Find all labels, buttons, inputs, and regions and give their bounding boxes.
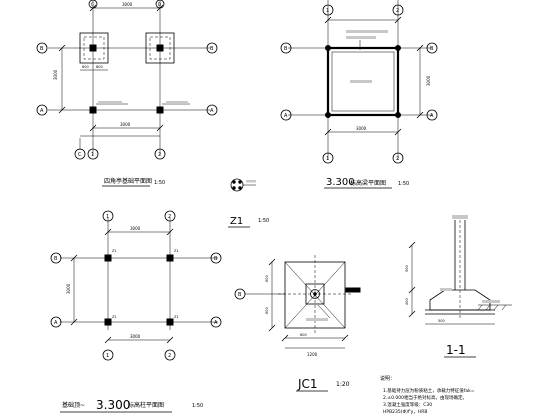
axis-col-c: C [78,152,82,158]
svg-text:1: 1 [326,8,329,14]
svg-text:2: 2 [396,8,399,14]
section-dim-h2: 400 [405,298,409,305]
dim-left: 3000 [53,69,58,80]
plan3-title: 3.300 [96,398,130,412]
svg-text:1: 1 [106,353,109,359]
column-node [325,45,331,51]
svg-text:Z1: Z1 [174,249,179,253]
plan1-scale: 1:50 [154,180,165,186]
section-dim-h1: 500 [405,265,409,272]
column-z1 [104,254,112,262]
svg-text:1: 1 [326,156,329,162]
plan3-scale: 1:50 [192,403,203,409]
footing-top-left [79,32,109,64]
jc1-dim-bottom: 1200 [307,352,318,357]
svg-text:1: 1 [106,214,109,220]
note-line-1: 1.基础持力层为粉质粘土，承载力特征值fak= [383,387,475,394]
svg-text:B: B [210,46,214,52]
z1-scale: 1:50 [258,218,269,224]
axis-row2: A [40,108,44,114]
axis-col1: 1 [91,152,94,158]
z1-title: Z1 [230,216,243,227]
plan2-title: 3.300 [326,177,355,188]
note-line-2: 2.±0.000相当于绝对标高，由现场确定。 [383,394,467,401]
dim-sub-left: 600 [82,65,89,69]
svg-text:B: B [430,46,434,52]
column-mark [89,44,97,52]
svg-text:A: A [430,113,434,119]
svg-text:2: 2 [168,214,171,220]
beam-dim-right: 3000 [426,75,431,86]
note-line-3: 3.混凝土强度等级：C30 [383,401,432,408]
svg-text:2: 2 [168,353,171,359]
plan3-title-prefix: 基础顶~ [62,401,85,409]
svg-text:C: C [91,2,94,7]
z1-detail: Z1 1:50 [228,178,269,228]
dim-sub-right: 800 [96,65,103,69]
svg-text:B: B [284,46,288,52]
beam-plan: 3000 3000 B A B A 1 2 1 2 3.300 标高梁平面图 1… [280,0,438,189]
svg-text:B: B [238,292,242,298]
col-dim-top: 3000 [130,226,141,231]
column-plan: 3000 3000 3000 Z1 Z1 Z1 Z1 B B A A 1 2 1 [50,210,222,413]
jc1-dim-left1: 600 [265,275,269,282]
section-title: 1-1 [446,343,466,357]
jc1-scale: 1:20 [336,381,350,388]
axis-row1: B [40,46,44,52]
svg-text:Z1: Z1 [112,315,117,319]
jc1-dim-sub: 600 [300,333,307,337]
section-dim-bottom: 500 [438,319,445,323]
svg-text:A: A [284,113,288,119]
dim-top: 3000 [122,2,133,7]
beam-outline [326,46,400,117]
col-dim-left: 3000 [66,283,71,294]
svg-text:Z1: Z1 [174,315,179,319]
svg-text:D: D [158,2,161,7]
plan2-title-suffix: 标高梁平面图 [350,179,386,187]
jc1-footing-detail: 600 600 600 1200 B JC1 1:20 [234,255,361,392]
svg-text:2: 2 [396,156,399,162]
jc1-title: JC1 [297,377,318,391]
plan1-title: 四角亭基础平面图 [104,177,152,185]
svg-text:B: B [54,256,58,262]
general-notes: 说明： 1.基础持力层为粉质粘土，承载力特征值fak= 2.±0.000相当于绝… [380,375,475,415]
svg-text:A: A [214,320,218,326]
plan2-scale: 1:50 [398,181,409,187]
dim-bottom: 3000 [120,122,131,127]
col-dim-bottom: 3000 [130,334,141,339]
section-1-1: 500 400 500 1-1 [405,215,512,358]
note-line-4: HPB235(Φ)f'y，HRB [383,409,427,415]
notes-heading: 说明： [380,375,395,382]
axis-col2: 2 [158,152,161,158]
foundation-plan: 3000 3000 600 800 3000 B B [36,0,218,187]
plan3-title-suffix: 标高柱平面图 [128,401,164,409]
footing-top-right [145,32,175,64]
beam-dim-bottom: 3000 [356,126,367,131]
svg-text:A: A [54,320,58,326]
jc1-dim-left2: 600 [265,307,269,314]
col-label: Z1 [112,249,117,253]
svg-text:B: B [214,256,218,262]
svg-text:A: A [210,108,214,114]
